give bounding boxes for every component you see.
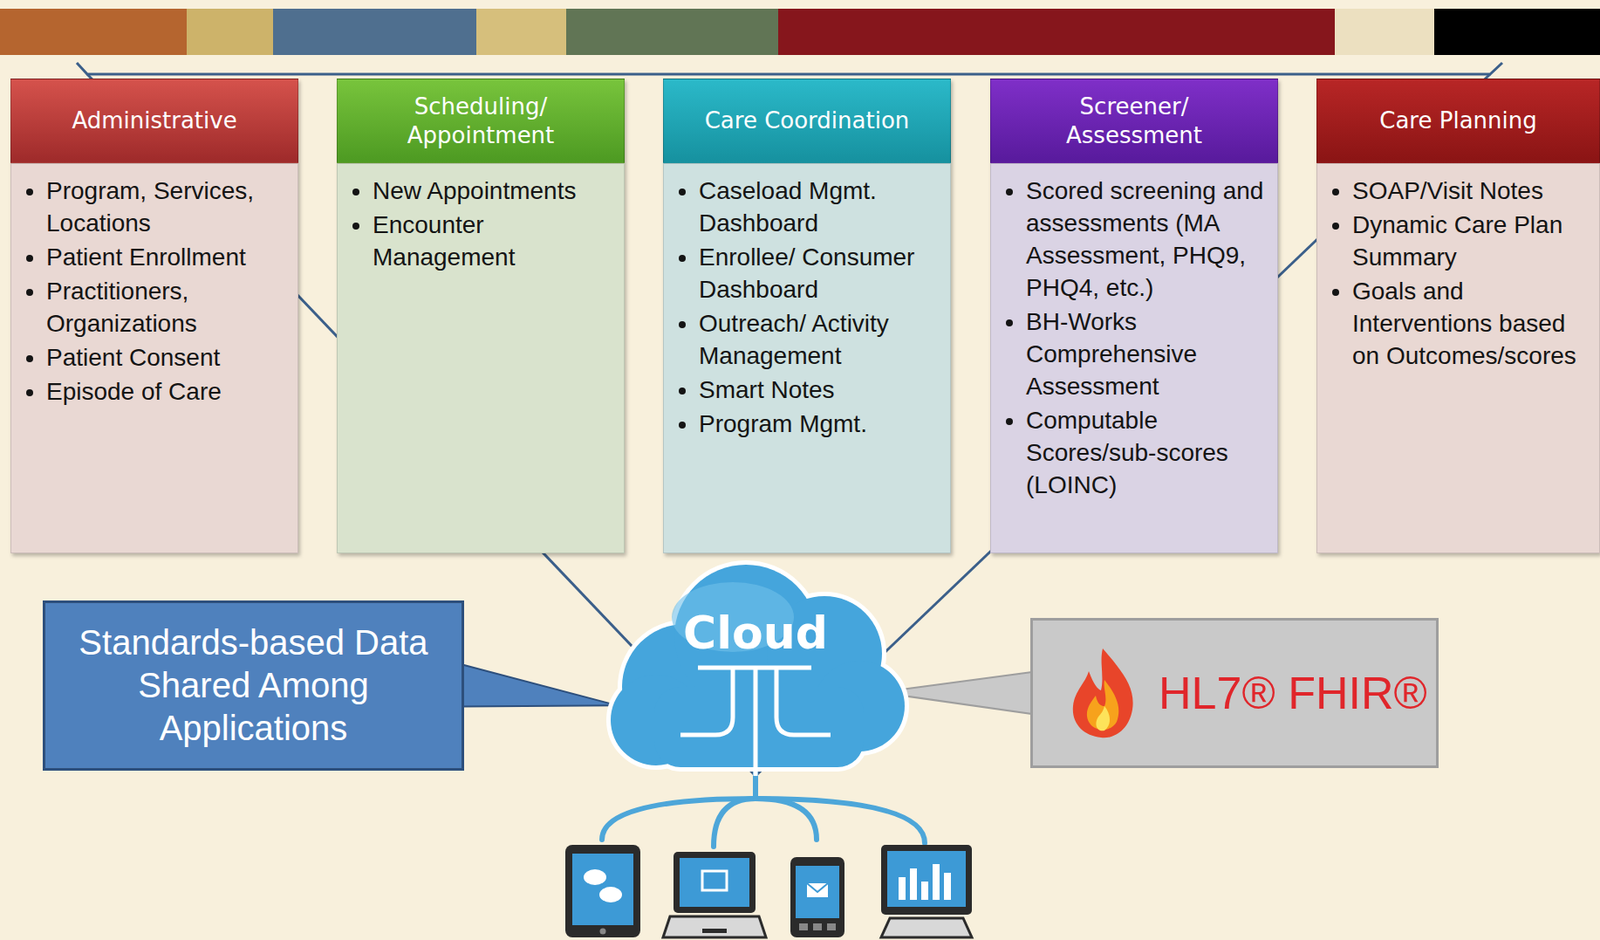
bullet-list: SOAP/Visit NotesDynamic Care Plan Summar… <box>1322 174 1591 372</box>
bullet-item: BH-Works Comprehensive Assessment <box>1025 305 1269 403</box>
bullet-item: Patient Consent <box>46 341 289 374</box>
bracket-line <box>76 62 1503 75</box>
column-box: Care CoordinationCaseload Mgmt. Dashboar… <box>663 78 951 554</box>
header-text: Care Planning <box>1379 106 1537 136</box>
bullet-item: New Appointments <box>372 174 616 207</box>
bullet-list: Scored screening and assessments (MA Ass… <box>996 174 1269 501</box>
standard-box: HL7® FHIR® <box>1030 617 1439 768</box>
bullet-item: Enrollee/ Consumer Dashboard <box>698 240 942 306</box>
column-body: Scored screening and assessments (MA Ass… <box>990 163 1279 554</box>
bullet-item: Program Mgmt. <box>698 407 942 440</box>
header-text: Screener/ Assessment <box>1038 92 1231 150</box>
bullet-item: Program, Services, Locations <box>46 174 289 240</box>
network-wires <box>601 767 925 847</box>
flame-logo <box>1067 644 1138 741</box>
phone-icon <box>790 856 845 937</box>
standard-name: HL7® FHIR® <box>1158 666 1428 719</box>
bullet-item: Caseload Mgmt. Dashboard <box>698 174 942 240</box>
column-box: Screener/ AssessmentScored screening and… <box>990 78 1279 554</box>
cloud-outline <box>601 555 910 776</box>
column-body: Program, Services, LocationsPatient Enro… <box>10 163 299 554</box>
bullet-list: New AppointmentsEncounter Management <box>342 174 616 274</box>
column-box: AdministrativeProgram, Services, Locatio… <box>10 78 299 554</box>
column-box: Scheduling/ AppointmentNew AppointmentsE… <box>336 78 625 554</box>
bullet-item: Practitioners, Organizations <box>46 274 289 340</box>
column-header: Screener/ Assessment <box>990 78 1279 164</box>
column-header: Scheduling/ Appointment <box>336 78 625 164</box>
monitor-icon <box>881 844 972 937</box>
column-header: Administrative <box>10 78 299 164</box>
column-header: Care Coordination <box>663 78 951 164</box>
bullet-item: Smart Notes <box>698 373 942 406</box>
tablet-icon <box>565 844 641 937</box>
bullet-item: Dynamic Care Plan Summary <box>1352 208 1591 274</box>
bullet-item: Encounter Management <box>372 208 616 274</box>
header-text: Care Coordination <box>704 106 910 136</box>
bullet-item: Scored screening and assessments (MA Ass… <box>1025 174 1269 304</box>
column-body: SOAP/Visit NotesDynamic Care Plan Summar… <box>1316 163 1600 554</box>
bullet-item: Patient Enrollment <box>46 240 289 274</box>
bullet-item: Episode of Care <box>46 375 289 408</box>
color-bar <box>0 8 1600 55</box>
cloud-shape: Cloud <box>601 555 910 776</box>
header-text: Scheduling/ Appointment <box>384 92 577 150</box>
laptop-icon <box>663 851 766 937</box>
bullet-item: Goals and Interventions based on Outcome… <box>1352 274 1591 372</box>
column-box: Care PlanningSOAP/Visit NotesDynamic Car… <box>1316 78 1600 554</box>
column-body: New AppointmentsEncounter Management <box>336 163 625 554</box>
header-text: Administrative <box>71 106 237 136</box>
bullet-list: Program, Services, LocationsPatient Enro… <box>16 174 289 408</box>
bullet-item: Computable Scores/sub-scores (LOINC) <box>1025 403 1269 501</box>
column-body: Caseload Mgmt. DashboardEnrollee/ Consum… <box>663 163 951 554</box>
bullet-item: Outreach/ Activity Management <box>698 307 942 372</box>
cloud-label: Cloud <box>601 606 910 659</box>
callout-pointer <box>462 664 618 707</box>
bullet-list: Caseload Mgmt. DashboardEnrollee/ Consum… <box>669 174 942 440</box>
bullet-item: SOAP/Visit Notes <box>1352 174 1591 207</box>
callout-text: Standards-based Data Shared Among Applic… <box>75 621 433 749</box>
callout-box: Standards-based Data Shared Among Applic… <box>42 600 465 771</box>
column-header: Care Planning <box>1316 78 1600 164</box>
